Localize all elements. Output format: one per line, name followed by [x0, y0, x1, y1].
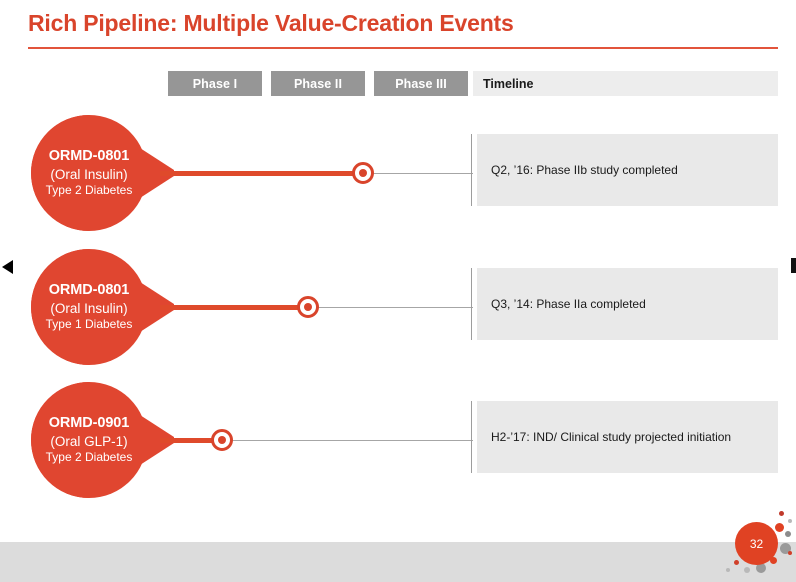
footer-bar	[0, 542, 796, 582]
timeline-callout-text: Q3, ’14: Phase IIa completed	[491, 297, 646, 311]
pipeline-row: ORMD-0901 (Oral GLP-1) Type 2 Diabetes H…	[0, 382, 796, 502]
milestone-marker[interactable]	[352, 162, 374, 184]
page-number: 32	[735, 522, 778, 565]
decorative-dot	[770, 557, 777, 564]
phase-header-2-label: Phase II	[293, 76, 343, 91]
progress-bar-gray	[222, 440, 473, 441]
timeline-header-label: Timeline	[483, 76, 534, 91]
title-divider	[28, 47, 778, 49]
phase-header-3-label: Phase III	[395, 76, 447, 91]
decorative-dot	[734, 560, 739, 565]
decorative-dot	[780, 543, 791, 554]
program-bubble: ORMD-0801 (Oral Insulin) Type 2 Diabetes	[22, 115, 182, 231]
program-bubble: ORMD-0901 (Oral GLP-1) Type 2 Diabetes	[22, 382, 182, 498]
timeline-connector-tick	[471, 268, 472, 340]
phase-header-3: Phase III	[374, 71, 468, 96]
timeline-callout: H2-’17: IND/ Clinical study projected in…	[477, 401, 778, 473]
milestone-marker[interactable]	[297, 296, 319, 318]
triangle-right-icon[interactable]	[791, 258, 796, 273]
milestone-marker[interactable]	[211, 429, 233, 451]
decorative-dot	[744, 567, 750, 573]
triangle-left-icon[interactable]	[2, 260, 13, 274]
decorative-dot	[785, 531, 791, 537]
timeline-header: Timeline	[473, 71, 778, 96]
progress-bar-red	[160, 438, 225, 443]
timeline-callout: Q3, ’14: Phase IIa completed	[477, 268, 778, 340]
timeline-callout-text: H2-’17: IND/ Clinical study projected in…	[491, 430, 732, 444]
decorative-dot	[788, 551, 792, 555]
timeline-connector-tick	[471, 134, 472, 206]
progress-bar-gray	[363, 173, 473, 174]
progress-bar-red	[160, 171, 366, 176]
pipeline-row: ORMD-0801 (Oral Insulin) Type 2 Diabetes…	[0, 115, 796, 235]
phase-header-2: Phase II	[271, 71, 365, 96]
timeline-callout-text: Q2, ’16: Phase IIb study completed	[491, 163, 678, 177]
progress-bar-gray	[308, 307, 473, 308]
pipeline-row: ORMD-0801 (Oral Insulin) Type 1 Diabetes…	[0, 249, 796, 369]
decorative-dot	[779, 511, 784, 516]
timeline-connector-tick	[471, 401, 472, 473]
decorative-dot	[775, 523, 784, 532]
decorative-dot	[726, 568, 730, 572]
program-bubble: ORMD-0801 (Oral Insulin) Type 1 Diabetes	[22, 249, 182, 365]
timeline-callout: Q2, ’16: Phase IIb study completed	[477, 134, 778, 206]
page-number-badge: 32	[722, 505, 796, 582]
page-title: Rich Pipeline: Multiple Value-Creation E…	[28, 10, 514, 36]
decorative-dot	[788, 519, 792, 523]
decorative-dot	[756, 563, 766, 573]
phase-header-1-label: Phase I	[192, 76, 238, 91]
phase-header-1: Phase I	[168, 71, 262, 96]
progress-bar-red	[160, 305, 311, 310]
